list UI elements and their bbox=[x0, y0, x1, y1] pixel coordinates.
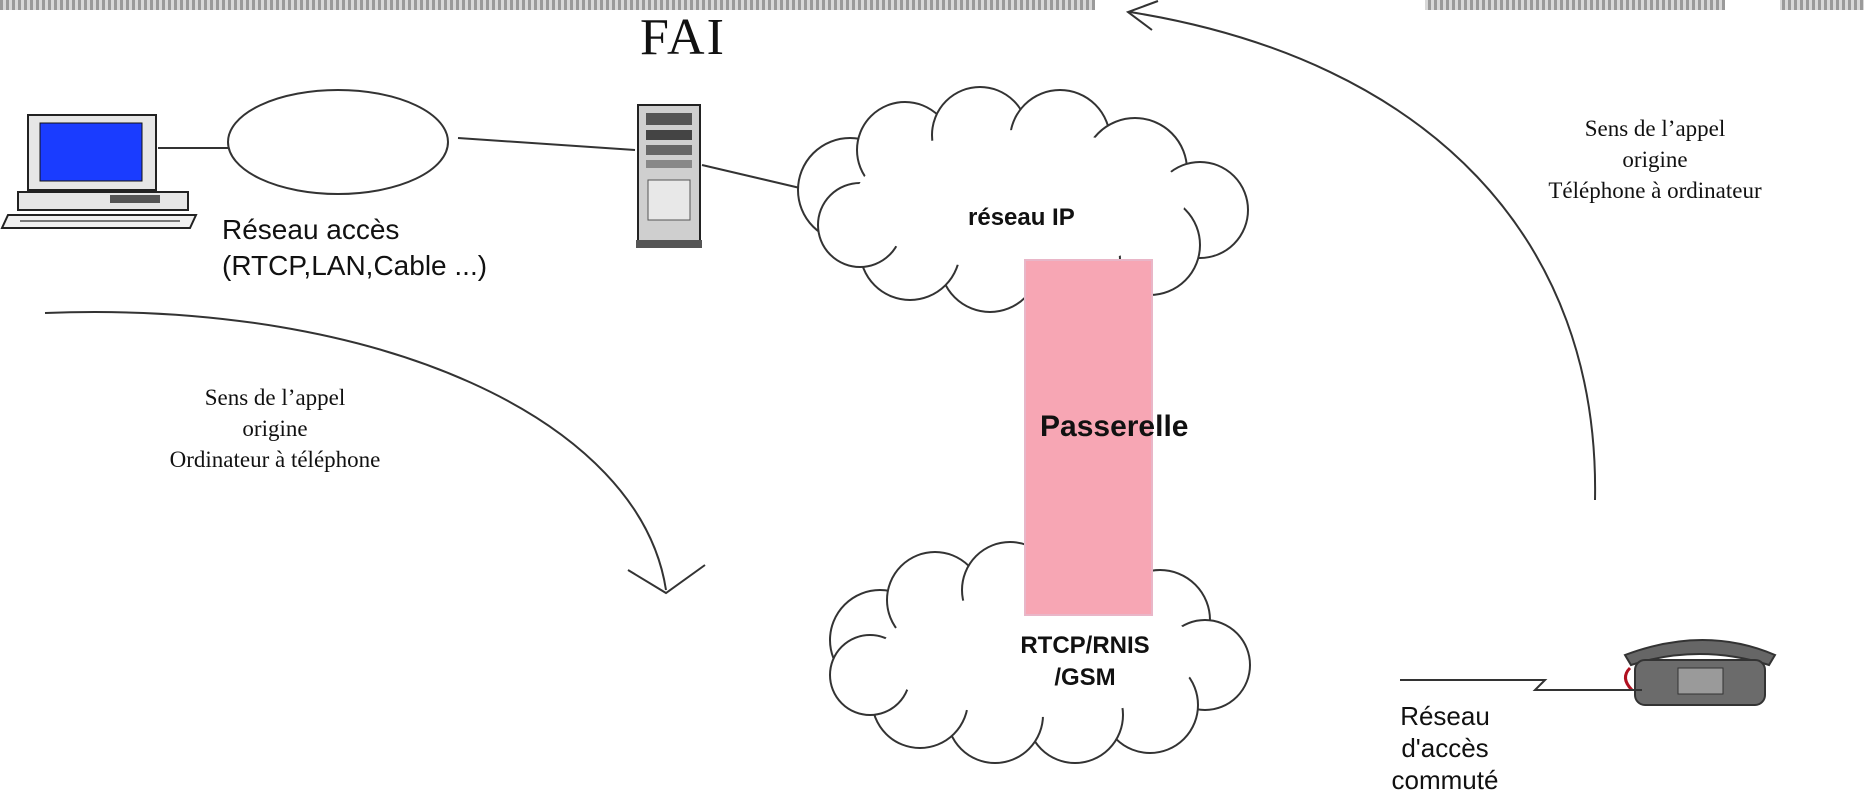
call-pc-to-phone-line3: Ordinateur à téléphone bbox=[169, 447, 381, 472]
top-border-gap bbox=[1095, 0, 1425, 10]
call-direction-arrow-phone-to-pc bbox=[1129, 11, 1597, 501]
gateway-label: Passerelle bbox=[1040, 410, 1189, 443]
ip-network-label: réseau IP bbox=[968, 204, 1075, 231]
telephone-icon bbox=[1623, 639, 1777, 706]
call-pc-to-phone-label: Sens de l’appel origine Ordinateur à tél… bbox=[70, 382, 480, 475]
call-phone-to-pc-line3: Téléphone à ordinateur bbox=[1548, 178, 1762, 203]
computer-icon bbox=[0, 114, 198, 229]
call-phone-to-pc-label: Sens de l’appel origine Téléphone à ordi… bbox=[1455, 113, 1855, 206]
top-border-gap bbox=[1725, 0, 1780, 10]
arrowhead-icon bbox=[1125, 0, 1159, 31]
arrowhead-icon bbox=[627, 564, 706, 595]
access-network-label-line2: (RTCP,LAN,Cable ...) bbox=[222, 250, 488, 281]
access-network-label: Réseau accès (RTCP,LAN,Cable ...) bbox=[222, 212, 487, 284]
pstn-network-label-line1: RTCP/RNIS bbox=[1020, 632, 1150, 659]
switched-access-label-line2: d'accès bbox=[1401, 733, 1489, 763]
call-phone-to-pc-line1: Sens de l’appel bbox=[1584, 116, 1726, 141]
call-direction-arrow-pc-to-phone bbox=[44, 311, 667, 591]
server-tower-icon bbox=[636, 104, 702, 248]
switched-access-label: Réseau d'accès commuté bbox=[1370, 700, 1520, 796]
diagram-title: FAI bbox=[640, 9, 726, 66]
access-network-ellipse bbox=[227, 89, 449, 195]
pstn-network-label: RTCP/RNIS /GSM bbox=[990, 630, 1180, 694]
pstn-network-label-line2: /GSM bbox=[1054, 664, 1116, 691]
switched-access-label-line1: Réseau bbox=[1400, 701, 1490, 731]
top-border-strip bbox=[0, 0, 1864, 10]
access-network-label-line1: Réseau accès bbox=[222, 214, 400, 245]
ip-network-cloud bbox=[797, 86, 1249, 313]
call-pc-to-phone-line2: origine bbox=[242, 416, 308, 441]
gateway-bar bbox=[1024, 259, 1153, 616]
call-pc-to-phone-line1: Sens de l’appel bbox=[204, 385, 346, 410]
switched-access-label-line3: commuté bbox=[1391, 765, 1499, 795]
pstn-network-cloud bbox=[829, 541, 1251, 764]
link-line bbox=[457, 137, 636, 151]
link-line bbox=[1400, 679, 1642, 691]
call-phone-to-pc-line2: origine bbox=[1622, 147, 1688, 172]
link-line bbox=[701, 164, 801, 189]
